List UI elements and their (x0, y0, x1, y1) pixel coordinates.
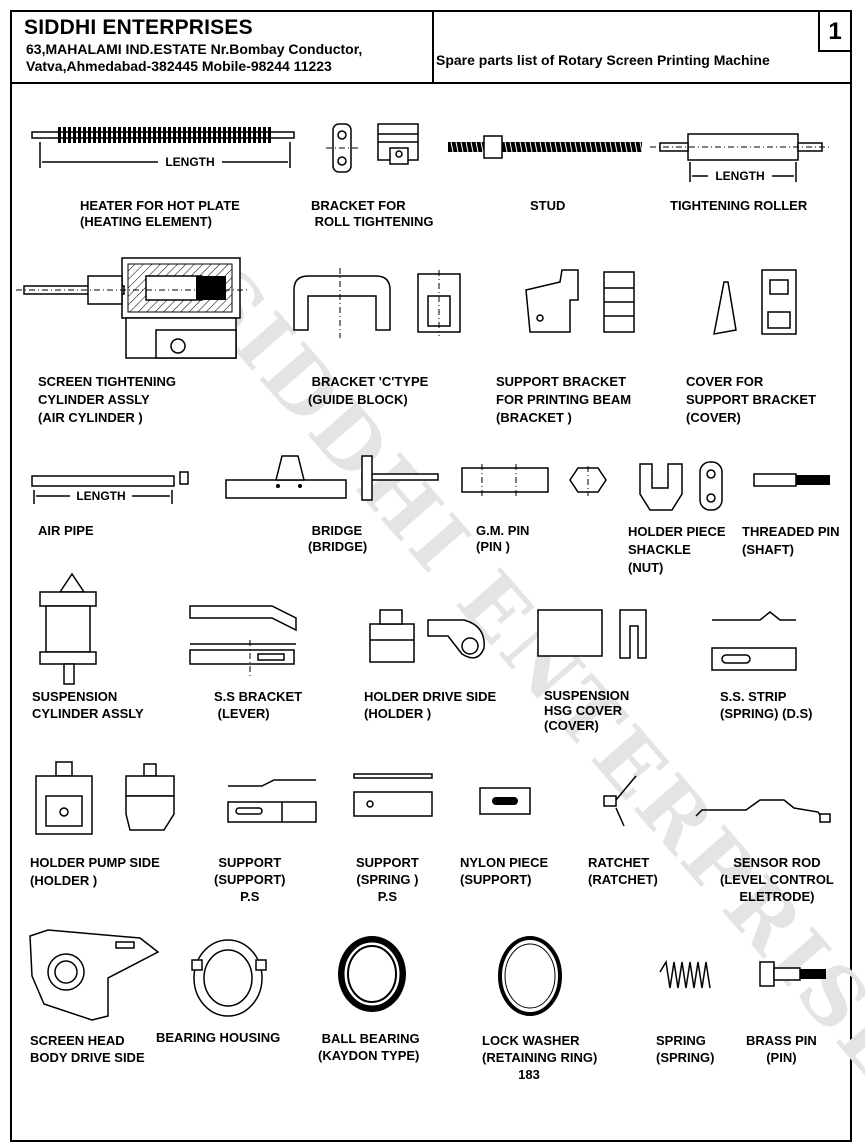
air-pipe-drawing: LENGTH (31, 471, 189, 504)
part-label-tightening-roller: TIGHTENING ROLLER (670, 198, 808, 213)
part-label-guide-block: BRACKET 'C'TYPE(GUIDE BLOCK) (308, 374, 429, 407)
part-label-threaded-pin: THREADED PIN(SHAFT) (742, 524, 840, 557)
gm-pin-drawing (461, 464, 607, 498)
support-ps-drawing (227, 779, 317, 823)
company-name: SIDDHI ENTERPRISES (24, 16, 253, 39)
part-label-stud: STUD (530, 198, 566, 213)
threaded-pin-drawing (753, 473, 830, 487)
holder-shackle-drawing (639, 461, 723, 511)
page-border (10, 10, 852, 1142)
part-label-ss-bracket: S.S BRACKET (LEVER) (214, 689, 303, 721)
part-label-heater: HEATER FOR HOT PLATE(HEATING ELEMENT) (80, 198, 240, 229)
part-label-ss-strip: S.S. STRIP(SPRING) (D.S) (720, 689, 813, 721)
suspension-cylinder-drawing (39, 572, 97, 685)
ss-bracket-drawing (189, 605, 297, 676)
part-label-nylon-piece: NYLON PIECE(SUPPORT) (460, 855, 549, 887)
suspension-cover-drawing (537, 609, 647, 659)
lock-washer-drawing (498, 936, 562, 1016)
part-label-spring-ps: SUPPORT(SPRING )P.S (356, 855, 419, 904)
cover-drawing (713, 269, 797, 335)
bearing-housing-drawing (191, 939, 267, 1017)
part-label-ball-bearing: BALL BEARING(KAYDON TYPE) (318, 1031, 420, 1063)
part-label-brass-pin: BRASS PIN(PIN) (746, 1033, 817, 1065)
brass-pin-drawing (759, 961, 826, 987)
part-label-bearing-housing: BEARING HOUSING (156, 1030, 281, 1045)
dimension-label: LENGTH (76, 489, 125, 503)
dimension-label: LENGTH (165, 155, 214, 169)
document-title: Spare parts list of Rotary Screen Printi… (436, 52, 770, 68)
holder-drive-side-drawing (369, 609, 485, 663)
part-label-gm-pin: G.M. PIN(PIN ) (476, 523, 530, 554)
part-label-roll-bracket: BRACKET FOR ROLL TIGHTENING (311, 198, 434, 229)
header-box (12, 12, 850, 84)
support-bracket-drawing (525, 269, 635, 333)
page-number-box-bottom (818, 50, 852, 52)
part-label-spring: SPRING(SPRING) (656, 1033, 715, 1065)
part-label-support-ps: SUPPORT(SUPPORT)P.S (214, 855, 286, 904)
part-label-holder-drive-side: HOLDER DRIVE SIDE(HOLDER ) (364, 689, 497, 721)
company-address-line1: 63,MAHALAMI IND.ESTATE Nr.Bombay Conduct… (26, 41, 363, 57)
part-label-air-pipe: AIR PIPE (38, 523, 94, 538)
company-address-line2: Vatva,Ahmedabad-382445 Mobile-98244 1122… (26, 58, 332, 74)
stud-drawing (448, 135, 643, 159)
sensor-rod-drawing (695, 799, 831, 823)
bridge-drawing (225, 455, 439, 501)
guide-block-drawing (293, 268, 461, 338)
page-number: 1 (828, 18, 842, 45)
screen-head-body-drawing (29, 929, 160, 1021)
heater-drawing: LENGTH (31, 127, 295, 169)
page-number-box-left (818, 12, 820, 50)
ball-bearing-drawing (338, 936, 406, 1012)
part-label-lock-washer: LOCK WASHER(RETAINING RING) 183 (482, 1033, 598, 1082)
air-cylinder-drawing (16, 257, 250, 359)
ratchet-drawing (603, 775, 637, 827)
holder-pump-side-drawing (35, 761, 175, 835)
dimension-label: LENGTH (715, 169, 764, 183)
spring-ps-drawing (353, 773, 433, 817)
spring-drawing (659, 959, 711, 989)
part-label-bridge: BRIDGE(BRIDGE) (308, 523, 368, 554)
part-label-ratchet: RATCHET(RATCHET) (588, 855, 658, 887)
ss-strip-drawing (711, 611, 797, 671)
header-divider (432, 12, 434, 84)
roll-bracket-drawing (326, 123, 419, 173)
part-label-holder-pump-side: HOLDER PUMP SIDE(HOLDER ) (30, 855, 160, 888)
nylon-piece-drawing (479, 787, 531, 815)
tightening-roller-drawing: LENGTH (650, 133, 830, 183)
